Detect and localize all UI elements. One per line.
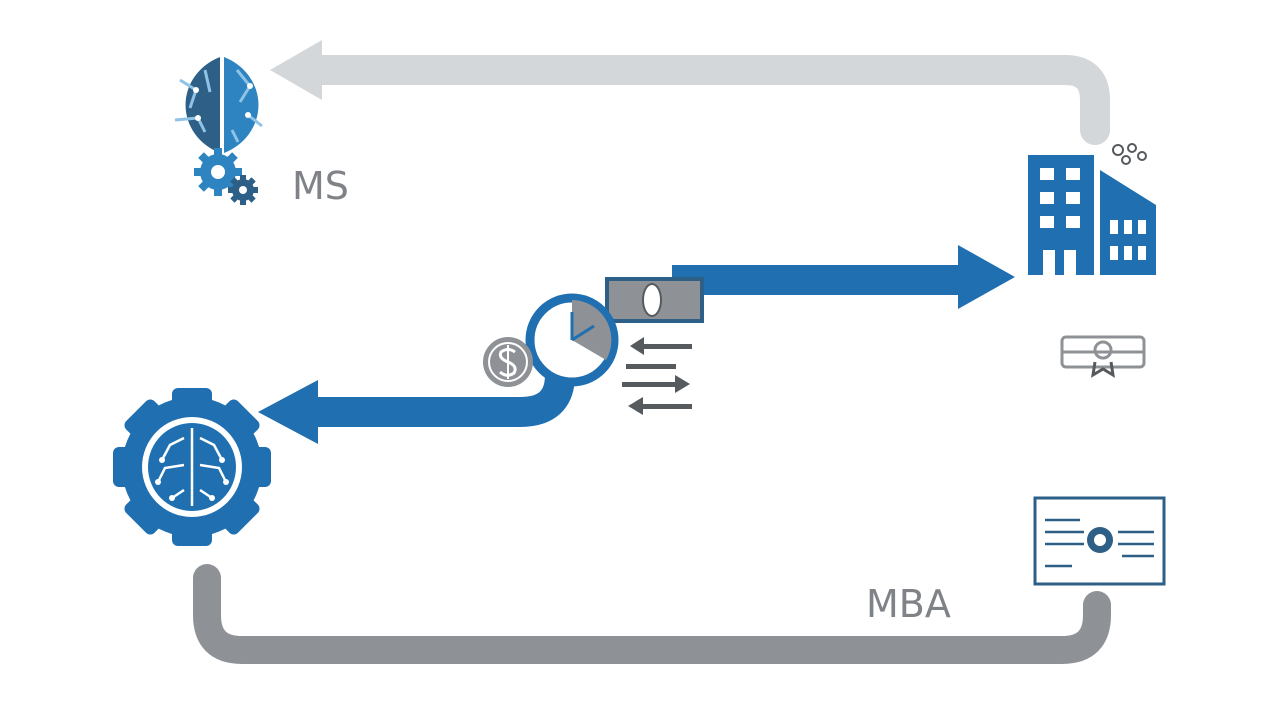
top-return-arrow: [270, 40, 1110, 145]
clock-icon: [525, 293, 619, 387]
dollar-coin-icon: [483, 337, 533, 387]
office-building-icon: [1028, 143, 1156, 275]
mba-label: MBA: [866, 582, 951, 626]
gear-brain-icon: [113, 388, 271, 546]
gear-small-icon: [194, 148, 242, 196]
diploma-icon: [1060, 335, 1146, 378]
bottom-u-path: [193, 564, 1111, 664]
brain-gears-icon: [174, 57, 266, 205]
exchange-arrows-icon: [622, 337, 692, 415]
sparkle-icon: [1112, 143, 1147, 165]
certificate-icon: [1033, 496, 1166, 586]
gear-tiny-icon: [228, 175, 258, 205]
ms-label: MS: [292, 164, 349, 208]
blue-arrow-right: [672, 245, 1015, 309]
money-bill-icon: [605, 277, 704, 323]
